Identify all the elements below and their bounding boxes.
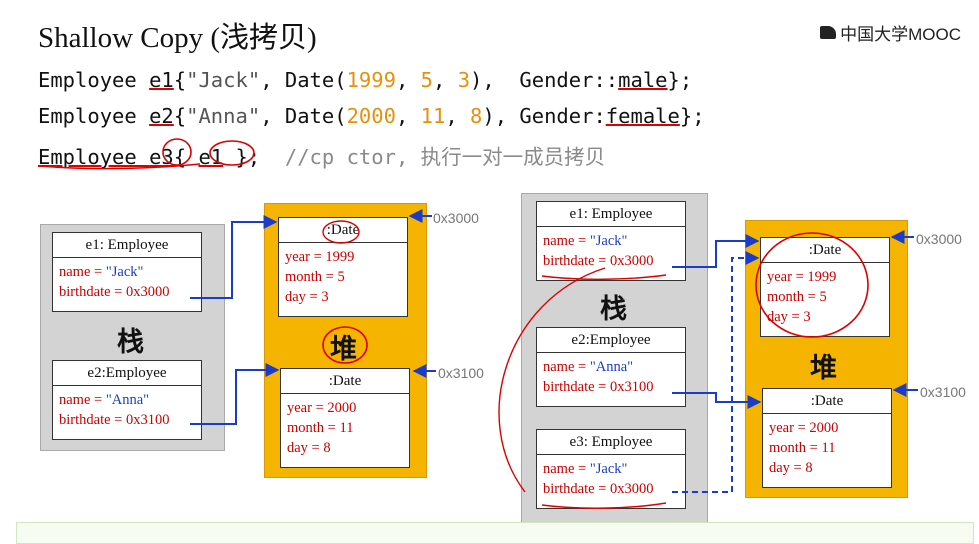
notes-panel [16, 522, 974, 544]
right-e1-header: e1: Employee [537, 202, 685, 227]
annotation-curve-copy [498, 267, 606, 493]
right-heap-label: 堆 [810, 353, 837, 384]
annotation-underline-1 [541, 274, 667, 280]
slide-title: Shallow Copy (浅拷贝) [38, 22, 317, 54]
right-e2-birthdate: birthdate = 0x3100 [543, 379, 654, 395]
right-e3-object: e3: Employee name = "Jack" birthdate = 0x… [536, 429, 686, 509]
left-e1-pointer-arrow [190, 215, 278, 299]
left-date1-month: month = 5 [285, 269, 345, 285]
right-e1-object: e1: Employee name = "Jack" birthdate = 0x… [536, 201, 686, 281]
left-date1-year: year = 1999 [285, 249, 355, 265]
code-line-1: Employee e1{"Jack", Date(1999, 5, 3), Ge… [38, 68, 693, 92]
right-address-2: 0x3100 [920, 384, 966, 400]
annotation-circle-heap [322, 326, 368, 364]
right-e3-birthdate: birthdate = 0x3000 [543, 481, 654, 497]
annotation-circle-e1-arg [209, 140, 255, 166]
mooc-logo: 中国大学MOOC [820, 20, 961, 45]
mooc-logo-icon [820, 26, 837, 39]
left-e2-header: e2:Employee [53, 361, 201, 386]
annotation-circle-date [322, 220, 360, 244]
left-e2-pointer-arrow [190, 363, 280, 425]
right-date1-header: :Date [761, 238, 889, 263]
right-date1-month: month = 5 [767, 289, 827, 305]
left-e2-birthdate: birthdate = 0x3100 [59, 412, 170, 428]
annotation-circle-right-date1 [755, 232, 869, 338]
left-address-2: 0x3100 [438, 365, 484, 381]
left-e1-birthdate: birthdate = 0x3000 [59, 284, 170, 300]
code-line-2: Employee e2{"Anna", Date(2000, 11, 8), G… [38, 104, 705, 128]
right-e2-name: name = "Anna" [543, 359, 634, 375]
left-e2-object: e2:Employee name = "Anna" birthdate = 0x3… [52, 360, 202, 440]
annotation-circle-e3 [162, 138, 192, 166]
right-e1-name: name = "Jack" [543, 233, 628, 249]
left-e1-header: e1: Employee [53, 233, 201, 258]
left-date2-month: month = 11 [287, 420, 354, 436]
left-date1-day: day = 3 [285, 289, 329, 305]
left-date2-day: day = 8 [287, 440, 331, 456]
right-e2-header: e2:Employee [537, 328, 685, 353]
left-stack-label: 栈 [117, 327, 144, 358]
right-date2-header: :Date [763, 389, 891, 414]
right-e2-pointer-arrow [672, 392, 762, 409]
left-e2-name: name = "Anna" [59, 392, 150, 408]
left-date2-object: :Date year = 2000 month = 11 day = 8 [280, 368, 410, 468]
code-line-3: Employee e3{ e1 }; //cp ctor, 执行一对一成员拷贝 [38, 145, 606, 169]
right-e2-object: e2:Employee name = "Anna" birthdate = 0x3… [536, 327, 686, 407]
right-e1-birthdate: birthdate = 0x3000 [543, 253, 654, 269]
right-date1-year: year = 1999 [767, 269, 837, 285]
left-address-1: 0x3000 [433, 210, 479, 226]
right-e1-pointer-arrow [672, 234, 760, 268]
right-e3-header: e3: Employee [537, 430, 685, 455]
left-e1-name: name = "Jack" [59, 264, 144, 280]
right-stack-label: 栈 [600, 294, 627, 325]
annotation-underline-code [39, 163, 201, 170]
right-date2-year: year = 2000 [769, 420, 839, 436]
mooc-logo-text: 中国大学MOOC [840, 25, 961, 44]
left-date2-header: :Date [281, 369, 409, 394]
right-e3-pointer-arrow [672, 251, 760, 493]
left-heap-label: 堆 [330, 334, 357, 365]
left-e1-object: e1: Employee name = "Jack" birthdate = 0x… [52, 232, 202, 312]
right-date2-day: day = 8 [769, 460, 813, 476]
right-date2-object: :Date year = 2000 month = 11 day = 8 [762, 388, 892, 488]
right-e3-name: name = "Jack" [543, 461, 628, 477]
annotation-underline-2 [541, 502, 667, 509]
right-date2-month: month = 11 [769, 440, 836, 456]
right-date1-day: day = 3 [767, 309, 811, 325]
left-date2-year: year = 2000 [287, 400, 357, 416]
right-address-1: 0x3000 [916, 231, 962, 247]
